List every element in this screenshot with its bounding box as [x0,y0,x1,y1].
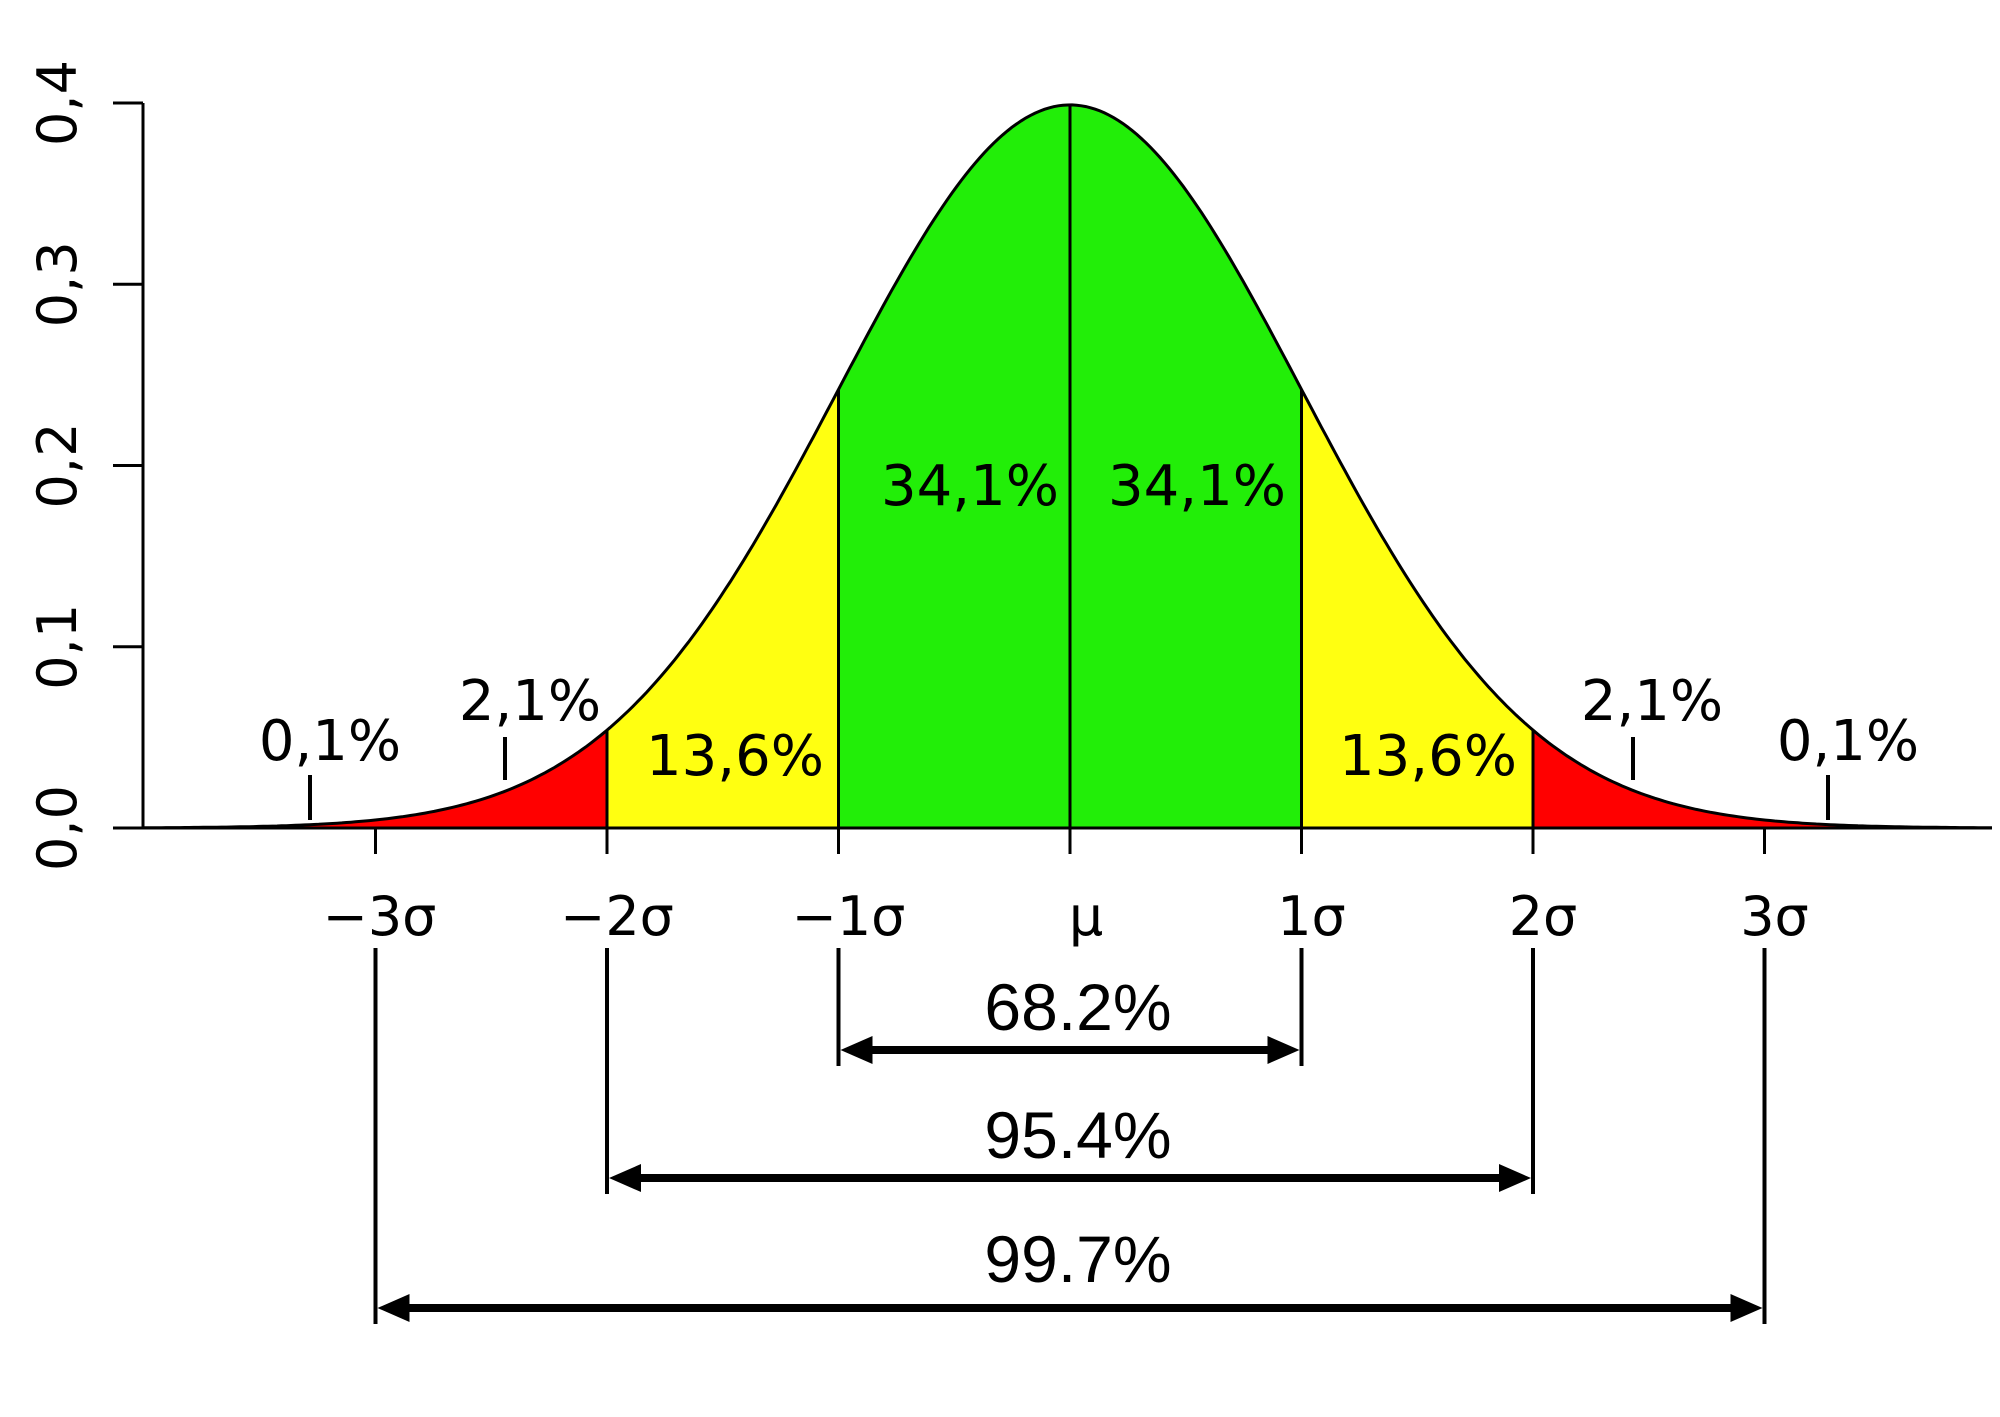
interval-arrow-head-right [1499,1164,1531,1192]
region-0 [838,104,1070,828]
x-tick-label: 3σ [1740,885,1809,948]
x-tick-label: −2σ [560,885,674,948]
y-tick-label: 0,0 [26,785,89,871]
region-label: 2,1% [1581,669,1723,734]
interval-label: 95.4% [984,1098,1171,1172]
y-tick-label: 0,2 [26,423,89,509]
y-tick-label: 0,1 [26,604,89,690]
interval-arrow-head-left [609,1164,641,1192]
x-tick-label: 1σ [1277,885,1346,948]
region-label: 13,6% [646,724,824,789]
region-label: 13,6% [1339,724,1517,789]
region-label: 2,1% [459,669,601,734]
region-label: 34,1% [1108,454,1286,519]
x-tick-label: −1σ [792,885,906,948]
interval-label: 68.2% [984,970,1171,1044]
x-tick-label: 2σ [1509,885,1578,948]
density-curve-layer [142,103,1992,830]
x-tick-label: μ [1069,885,1103,948]
interval-brackets: 68.2% 95.4% 99.7% [373,948,1767,1324]
interval-arrow-head-left [377,1294,410,1322]
region-4 [375,730,607,828]
region-5 [1533,730,1765,828]
interval-arrow-head-right [1267,1036,1300,1064]
axes: 0,0 0,1 0,2 0,3 0,4 −3σ −2σ −1σ μ 1σ 2σ 3σ [26,60,1992,948]
x-tick-label: −3σ [323,885,437,948]
region-label: 34,1% [881,454,1059,519]
region-1 [1070,104,1302,828]
region-labels: 34,1% 34,1% 13,6% 13,6% 2,1% 2,1% 0,1% 0,1% [259,454,1919,820]
y-tick-label: 0,4 [26,60,89,146]
interval-label: 99.7% [984,1222,1171,1296]
interval-arrow-head-right [1730,1294,1763,1322]
region-7 [1764,820,1992,828]
density-curve [142,103,1992,830]
region-6 [144,820,376,828]
region-label: 0,1% [259,709,401,774]
y-tick-label: 0,3 [26,241,89,327]
region-label: 0,1% [1777,709,1919,774]
interval-arrow-head-left [840,1036,873,1064]
